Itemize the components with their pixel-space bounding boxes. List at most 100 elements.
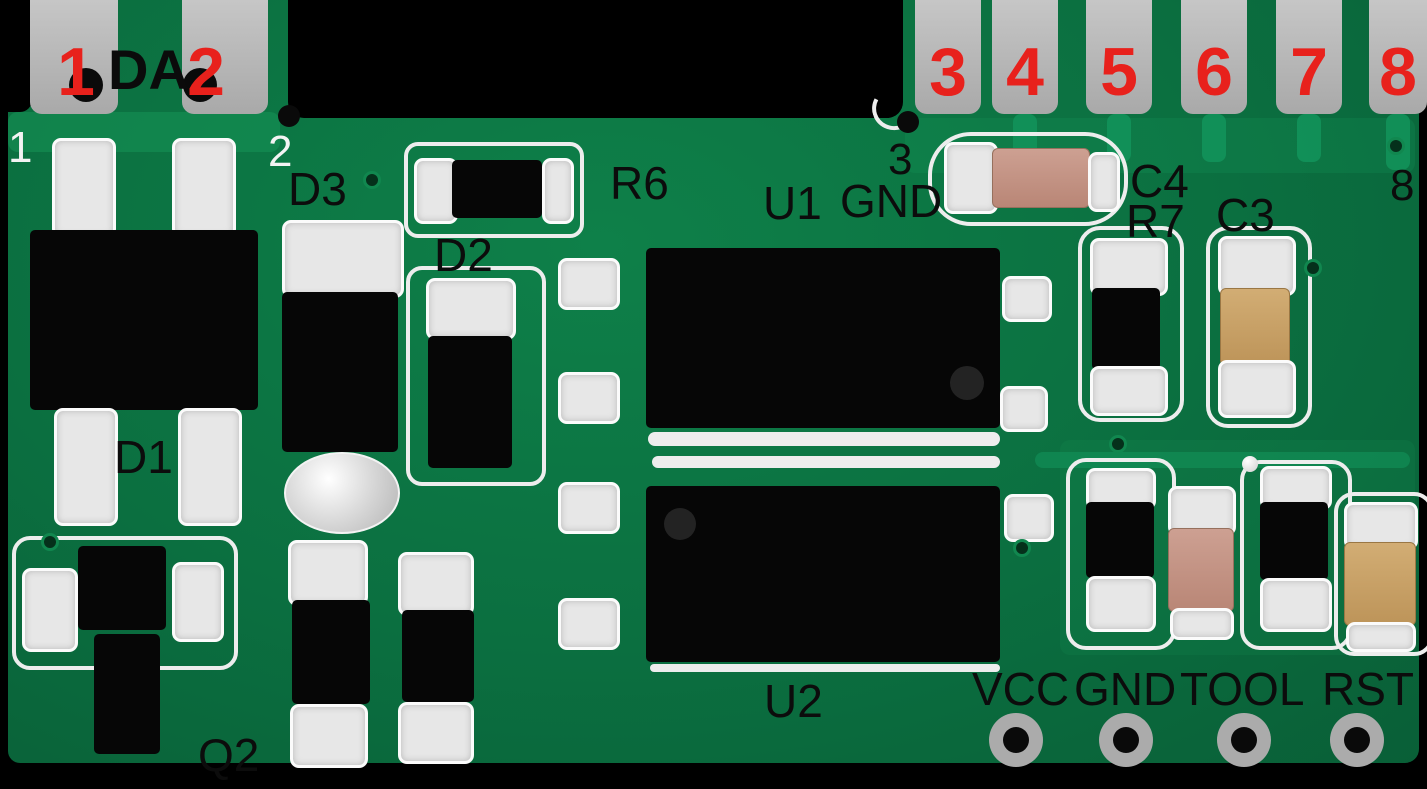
d3-body <box>282 292 398 452</box>
r6-silkscreen <box>404 142 584 238</box>
board-corner-cut <box>0 0 32 112</box>
component-pad <box>398 702 474 764</box>
c4-pad <box>944 142 998 214</box>
label-gnd-top: GND <box>840 175 943 227</box>
ic-pad <box>558 258 620 310</box>
q2-tab <box>94 634 160 754</box>
c3-pad <box>1218 360 1296 418</box>
label-tool: TOOL <box>1180 663 1305 715</box>
board-pin-number-2: 2 <box>268 127 293 176</box>
component-pad <box>1260 578 1332 632</box>
board-top-notch <box>288 0 903 118</box>
component-pad <box>1170 608 1234 640</box>
red-pin-annotation-3: 3 <box>929 34 967 110</box>
via <box>363 171 381 189</box>
c4-silkscreen <box>928 132 1128 226</box>
copper-trace <box>1297 114 1321 162</box>
c3-body <box>1220 288 1290 366</box>
ic-pad <box>1000 386 1048 432</box>
edge-pad-3 <box>915 0 981 114</box>
component-body <box>1086 502 1154 578</box>
label-d3: D3 <box>288 163 347 215</box>
edge-pad-5 <box>1086 0 1152 114</box>
edge-pad-1-hole <box>69 68 103 102</box>
ic-pad <box>1002 276 1052 322</box>
red-pin-annotation-6: 6 <box>1195 34 1233 110</box>
copper-trace <box>8 112 280 152</box>
ic-pad <box>558 372 620 424</box>
red-pin-annotation-8: 8 <box>1379 34 1417 110</box>
r7-pad <box>1090 238 1168 296</box>
u1-ic-body <box>646 248 1000 428</box>
ic-pad <box>558 482 620 534</box>
edge-drill-hole <box>897 111 919 133</box>
label-vcc: VCC <box>972 663 1070 715</box>
edge-pad-7 <box>1276 0 1342 114</box>
programming-pad-gnd-hole <box>1113 727 1139 753</box>
edge-pad-4 <box>992 0 1058 114</box>
component-body <box>292 600 370 704</box>
c3-pad <box>1218 236 1296 296</box>
component-pad <box>1168 486 1236 536</box>
d1-body <box>30 230 258 410</box>
component-pad <box>288 540 368 606</box>
r6-pad <box>542 158 574 224</box>
via <box>41 533 59 551</box>
d2-silkscreen <box>406 266 546 486</box>
u2-ic-body <box>646 486 1000 662</box>
component-pad <box>290 704 368 768</box>
board-pin-number-3: 3 <box>888 135 913 184</box>
q2-pad <box>22 568 78 652</box>
solder-ball <box>1242 456 1258 472</box>
programming-pad-tool-hole <box>1231 727 1257 753</box>
label-gnd-bottom: GND <box>1074 663 1177 715</box>
component-pad <box>398 552 474 616</box>
edge-pad-6 <box>1181 0 1247 114</box>
d1-pad <box>52 138 116 238</box>
d3-pad <box>282 220 404 298</box>
label-d2: D2 <box>434 229 493 281</box>
component-pad <box>1346 622 1416 652</box>
copper-trace <box>1035 452 1410 468</box>
c4-body <box>992 148 1090 208</box>
via <box>1013 539 1031 557</box>
component-silkscreen <box>1334 492 1427 656</box>
q2-pad <box>172 562 224 642</box>
component-body <box>402 610 474 702</box>
d1-pad <box>178 408 242 526</box>
label-c3: C3 <box>1216 189 1275 241</box>
q2-body <box>78 546 166 630</box>
red-pin-annotation-5: 5 <box>1100 34 1138 110</box>
red-pin-annotation-7: 7 <box>1290 34 1328 110</box>
d1-pad <box>172 138 236 238</box>
silkscreen-bar <box>650 664 1000 672</box>
d2-body <box>428 336 512 468</box>
c4-pad <box>1088 152 1120 212</box>
capacitor-body <box>1168 528 1234 612</box>
da-label: DA <box>108 38 189 101</box>
red-pin-annotation-4: 4 <box>1006 34 1044 110</box>
u1-pin1-dot <box>950 366 984 400</box>
via <box>1304 259 1322 277</box>
board-pin-number-1: 1 <box>8 123 33 172</box>
label-u1: U1 <box>763 177 822 229</box>
red-pin-annotation-2: 2 <box>187 34 225 110</box>
label-u2: U2 <box>764 675 823 727</box>
silkscreen-bar <box>652 456 1000 468</box>
d2-pad <box>426 278 516 340</box>
r7-silkscreen <box>1078 226 1184 422</box>
silkscreen-bar <box>648 432 1000 446</box>
capacitor-body <box>1344 542 1416 626</box>
via <box>1387 137 1405 155</box>
c3-silkscreen <box>1206 226 1312 428</box>
label-r7: R7 <box>1126 195 1185 247</box>
label-r6: R6 <box>610 157 669 209</box>
via <box>1109 435 1127 453</box>
copper-trace <box>1202 114 1226 162</box>
r6-body <box>452 160 542 218</box>
component-body <box>1260 502 1328 580</box>
solder-blob <box>284 452 400 534</box>
red-pin-annotation-1: 1 <box>57 34 95 110</box>
board-pin-number-8: 8 <box>1390 161 1415 210</box>
